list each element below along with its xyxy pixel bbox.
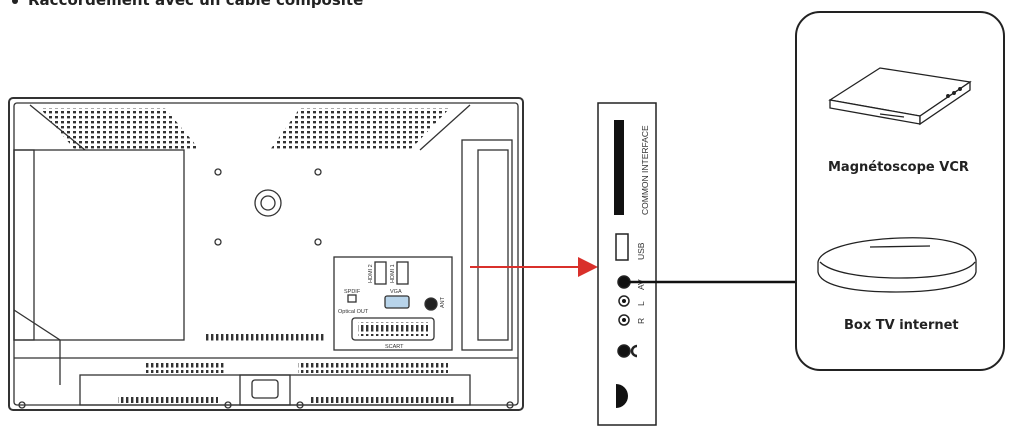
- side-connector-panel: [597, 102, 657, 426]
- usb-port: [615, 233, 629, 261]
- tv-box-icon: [817, 237, 977, 293]
- vent-grille: [206, 333, 326, 343]
- vent-grille: [270, 108, 450, 150]
- l-label: L: [636, 301, 646, 306]
- vent-grille: [298, 363, 448, 373]
- vcr-icon: [828, 67, 972, 126]
- vent-grille: [145, 363, 225, 373]
- l-jack: [618, 295, 630, 307]
- spdif-label: SPDIF: [344, 289, 361, 295]
- hdmi2-label: HDMI 2: [368, 264, 374, 283]
- ant-label: ANT: [440, 296, 446, 308]
- av-label: AV: [636, 279, 646, 290]
- bullet-icon: [12, 0, 18, 4]
- tv-box-label: Box TV internet: [844, 318, 959, 333]
- common-interface-label: COMMON INTERFACE: [640, 125, 650, 215]
- vcr-label: Magnétoscope VCR: [828, 160, 969, 175]
- spdif-port: [347, 294, 357, 303]
- scart-label: SCART: [385, 344, 404, 350]
- optical-out-label: Optical OUT: [338, 309, 369, 315]
- tv-back-labels: HDMI 2 HDMI 1 SPDIF VGA ANT Optical OUT …: [338, 264, 446, 350]
- common-interface-slot: [614, 120, 624, 215]
- vga-port: [384, 295, 410, 309]
- section-heading: Raccordement avec un câble composite: [12, 0, 363, 9]
- knob-icon: [616, 384, 628, 408]
- device-box: [795, 11, 1005, 371]
- usb-label: USB: [636, 242, 646, 260]
- r-jack: [618, 314, 630, 326]
- side-panel-labels: COMMON INTERFACE USB AV L R: [636, 125, 650, 324]
- scart-port: [351, 317, 435, 341]
- vent-grille: [118, 395, 218, 403]
- tv-back-panel: [8, 97, 524, 411]
- vent-grille: [310, 395, 455, 403]
- hdmi1-label: HDMI 1: [390, 264, 396, 283]
- hdmi1-port: [396, 261, 409, 285]
- vent-grille: [40, 108, 200, 150]
- r-label: R: [636, 318, 646, 324]
- heading-text: Raccordement avec un câble composite: [28, 0, 364, 9]
- vga-label: VGA: [390, 289, 402, 295]
- headphone-icon: [630, 344, 638, 358]
- headphone-jack: [617, 344, 631, 358]
- hdmi2-port: [374, 261, 387, 285]
- connector-panel: [333, 256, 453, 351]
- antenna-port: [424, 297, 438, 311]
